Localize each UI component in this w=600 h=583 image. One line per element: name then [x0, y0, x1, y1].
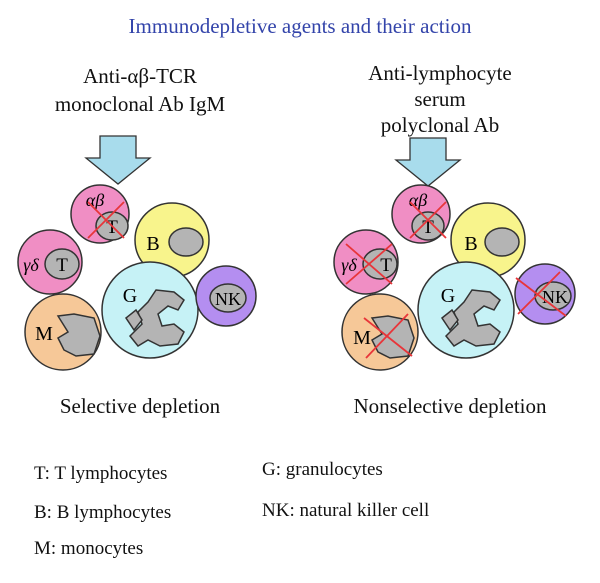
- right-m-cell: M: [341, 293, 419, 371]
- legend-g: G: granulocytes: [262, 459, 383, 480]
- right-gd-label: γδ: [341, 255, 357, 275]
- right-ab-label: αβ: [409, 190, 427, 210]
- left-agent-heading: Anti-αβ-TCR monoclonal Ab IgM: [40, 62, 240, 118]
- left-m-cell: M: [24, 293, 102, 371]
- diagram-title: Immunodepletive agents and their action: [128, 14, 472, 38]
- left-m-nucleus: [57, 313, 101, 357]
- legend-nk: NK: natural killer cell: [262, 500, 430, 521]
- right-m-label: M: [353, 327, 371, 349]
- left-b-cell: B: [134, 202, 210, 278]
- left-ab-t-cell: αβ T: [70, 184, 130, 244]
- right-arrow: [395, 137, 461, 187]
- left-g-label: G: [123, 285, 137, 307]
- right-nk-cross-icon: [515, 271, 567, 317]
- legend-b: B: B lymphocytes: [34, 502, 172, 523]
- right-agent-line3: polyclonal Ab: [380, 113, 500, 137]
- left-gd-t-label: T: [56, 255, 68, 276]
- right-b-label: B: [464, 233, 477, 255]
- right-agent-line2: serum: [414, 87, 466, 111]
- left-agent-line1: Anti-αβ-TCR: [83, 64, 197, 88]
- right-g-label: G: [441, 285, 455, 307]
- left-ab-t-label: T: [106, 217, 118, 238]
- left-agent-line2: monoclonal Ab IgM: [54, 92, 226, 116]
- left-nk-cell: NK: [195, 265, 257, 327]
- right-caption: Nonselective depletion: [353, 394, 547, 418]
- left-caption: Selective depletion: [59, 394, 221, 418]
- legend-t: T: T lymphocytes: [34, 463, 168, 484]
- right-b-cell: B: [450, 202, 526, 278]
- right-agent-line1: Anti-lymphocyte: [368, 61, 512, 85]
- left-gd-label: γδ: [23, 255, 39, 275]
- left-nk-label: NK: [215, 289, 241, 309]
- right-gd-t-label: T: [380, 255, 392, 276]
- right-nk-label: NK: [542, 287, 568, 307]
- right-m-cross-icon: [363, 313, 413, 359]
- right-agent-heading: Anti-lymphocyte serum polyclonal Ab: [345, 60, 535, 138]
- left-gd-t-cell: γδ T: [17, 229, 83, 295]
- left-m-label: M: [35, 323, 53, 345]
- right-gd-t-cell: γδ T: [333, 229, 399, 295]
- right-gd-cross-icon: [345, 243, 393, 285]
- right-nk-cell: NK: [514, 263, 576, 325]
- right-ab-cross-icon: [409, 201, 447, 239]
- legend-m: M: monocytes: [34, 538, 144, 559]
- left-ab-label: αβ: [86, 190, 104, 210]
- left-g-cell: G: [101, 261, 199, 359]
- left-b-label: B: [146, 233, 159, 255]
- left-ab-cross-icon: [87, 201, 125, 239]
- right-ab-t-cell: αβ T: [391, 184, 451, 244]
- left-arrow: [85, 135, 151, 185]
- right-g-cell: G: [417, 261, 515, 359]
